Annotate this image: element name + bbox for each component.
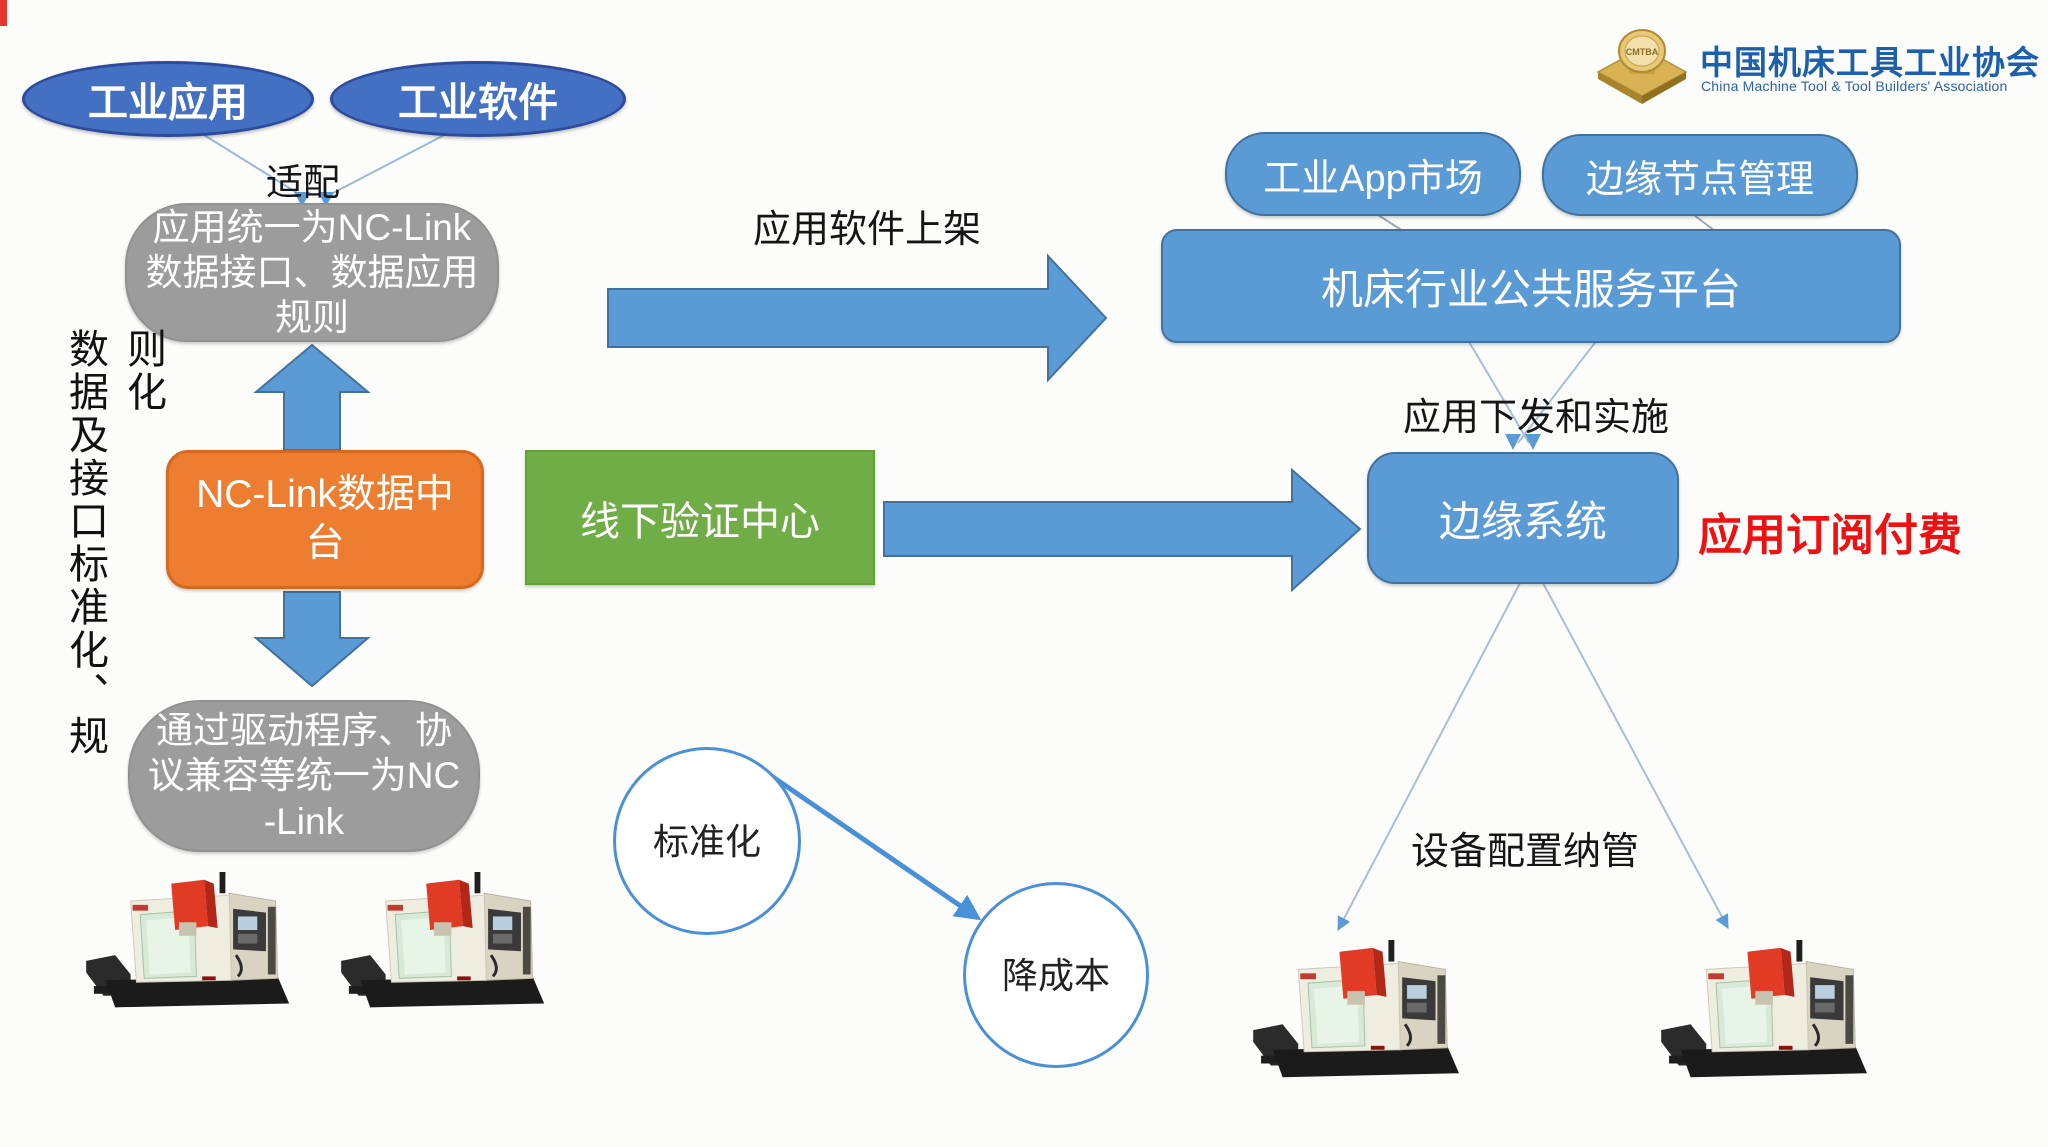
edge-node-label: 边缘节点管理 [1585, 158, 1814, 201]
cmtba-emblem-icon: CMTBA [1596, 29, 1688, 104]
adapt-label: 适配 [266, 162, 340, 203]
deploy-arrowhead-right [1525, 434, 1541, 450]
platform-box: 机床行业公共服务平台 [1161, 229, 1901, 343]
slide-corner-mark [0, 0, 7, 26]
app-market-label: 工业App市场 [1263, 157, 1483, 200]
deploy-arrowhead-left [1505, 434, 1521, 450]
offline-to-edge-arrow [883, 467, 1362, 593]
standardization-to-cost-arrow [768, 772, 982, 921]
cnc-machine-image-3 [1252, 940, 1461, 1079]
protocol-box-label: 通过驱动程序、协议兼容等统一为NC-Link [147, 710, 461, 842]
offline-center-box: 线下验证中心 [525, 450, 875, 585]
app-launch-arrow [607, 253, 1108, 383]
deploy-label: 应用下发和实施 [1402, 397, 1669, 439]
unify-box: 应用统一为NC-Link数据接口、数据应用规则 [125, 203, 499, 342]
unify-box-label: 应用统一为NC-Link数据接口、数据应用规则 [145, 206, 479, 339]
app-market-pill: 工业App市场 [1225, 132, 1521, 216]
side-note-vertical-text: 数据及接口标准化、规则化 [63, 328, 165, 758]
device-config-label: 设备配置纳管 [1410, 831, 1639, 873]
cnc-machine-image-1 [85, 872, 291, 1009]
connector-edge-to-machine-left [1337, 582, 1521, 931]
connector-platform-to-edge-right [1517, 339, 1598, 444]
industrial-app-label: 工业应用 [88, 81, 248, 125]
subscription-note: 应用订阅付费 [1698, 511, 1962, 560]
standardization-circle: 标准化 [613, 747, 801, 935]
down-block-arrow [253, 591, 371, 688]
org-name-cn: 中国机床工具工业协会 [1700, 44, 2040, 81]
connector-edge-to-machine-right [1542, 582, 1729, 929]
cnc-machine-image-4 [1660, 940, 1869, 1079]
adapt-arrowhead-left [294, 192, 310, 207]
nc-link-hub-label: NC-Link数据中台 [196, 472, 454, 565]
offline-center-label: 线下验证中心 [580, 499, 820, 544]
protocol-box: 通过驱动程序、协议兼容等统一为NC-Link [128, 700, 480, 852]
connector-software-to-unify [330, 130, 453, 195]
platform-label: 机床行业公共服务平台 [1320, 265, 1741, 313]
connector-app-to-unify [195, 129, 300, 195]
standardization-label: 标准化 [652, 820, 761, 862]
industrial-software-label: 工业软件 [398, 81, 558, 125]
connector-platform-to-edge-left [1467, 339, 1530, 444]
edge-system-box: 边缘系统 [1367, 452, 1679, 584]
cost-reduction-circle: 降成本 [963, 882, 1149, 1068]
up-block-arrow [253, 343, 371, 451]
emblem-text: CMTBA [1626, 47, 1659, 57]
cost-reduction-label: 降成本 [1001, 954, 1110, 996]
app-launch-label: 应用软件上架 [752, 209, 981, 251]
edge-system-label: 边缘系统 [1438, 497, 1607, 545]
nc-link-hub-box: NC-Link数据中台 [166, 450, 484, 589]
edge-node-pill: 边缘节点管理 [1542, 134, 1858, 216]
industrial-software-ellipse: 工业软件 [330, 61, 626, 137]
org-name-en: China Machine Tool & Tool Builders' Asso… [1701, 78, 2008, 94]
adapt-arrowhead-right [318, 192, 334, 207]
industrial-app-ellipse: 工业应用 [22, 61, 314, 137]
cnc-machine-image-2 [340, 872, 546, 1009]
